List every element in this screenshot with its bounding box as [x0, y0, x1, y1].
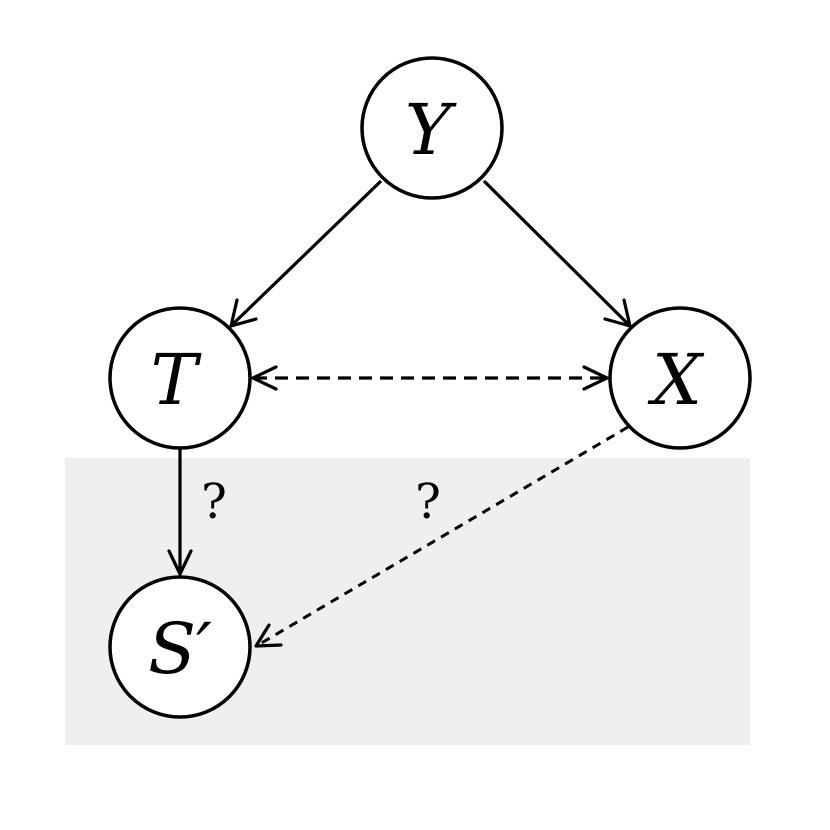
node-s-prime-label: S′ [148, 608, 212, 690]
edge-y-to-x [482, 179, 632, 328]
edge-t-x-bidirectional [251, 365, 609, 391]
node-t-label: T [151, 339, 202, 421]
node-x-label: X [647, 339, 705, 421]
node-s-prime: S′ [108, 575, 252, 719]
edge-label-t-to-s: ? [201, 474, 227, 530]
node-x: X [608, 306, 752, 450]
node-t: T [108, 306, 252, 450]
node-y-label: Y [405, 89, 457, 171]
edge-y-to-t [229, 179, 383, 328]
edge-label-x-to-s: ? [415, 474, 441, 530]
edge-t-to-s [167, 448, 193, 576]
node-y: Y [360, 56, 504, 200]
edge-x-to-s [254, 425, 629, 648]
